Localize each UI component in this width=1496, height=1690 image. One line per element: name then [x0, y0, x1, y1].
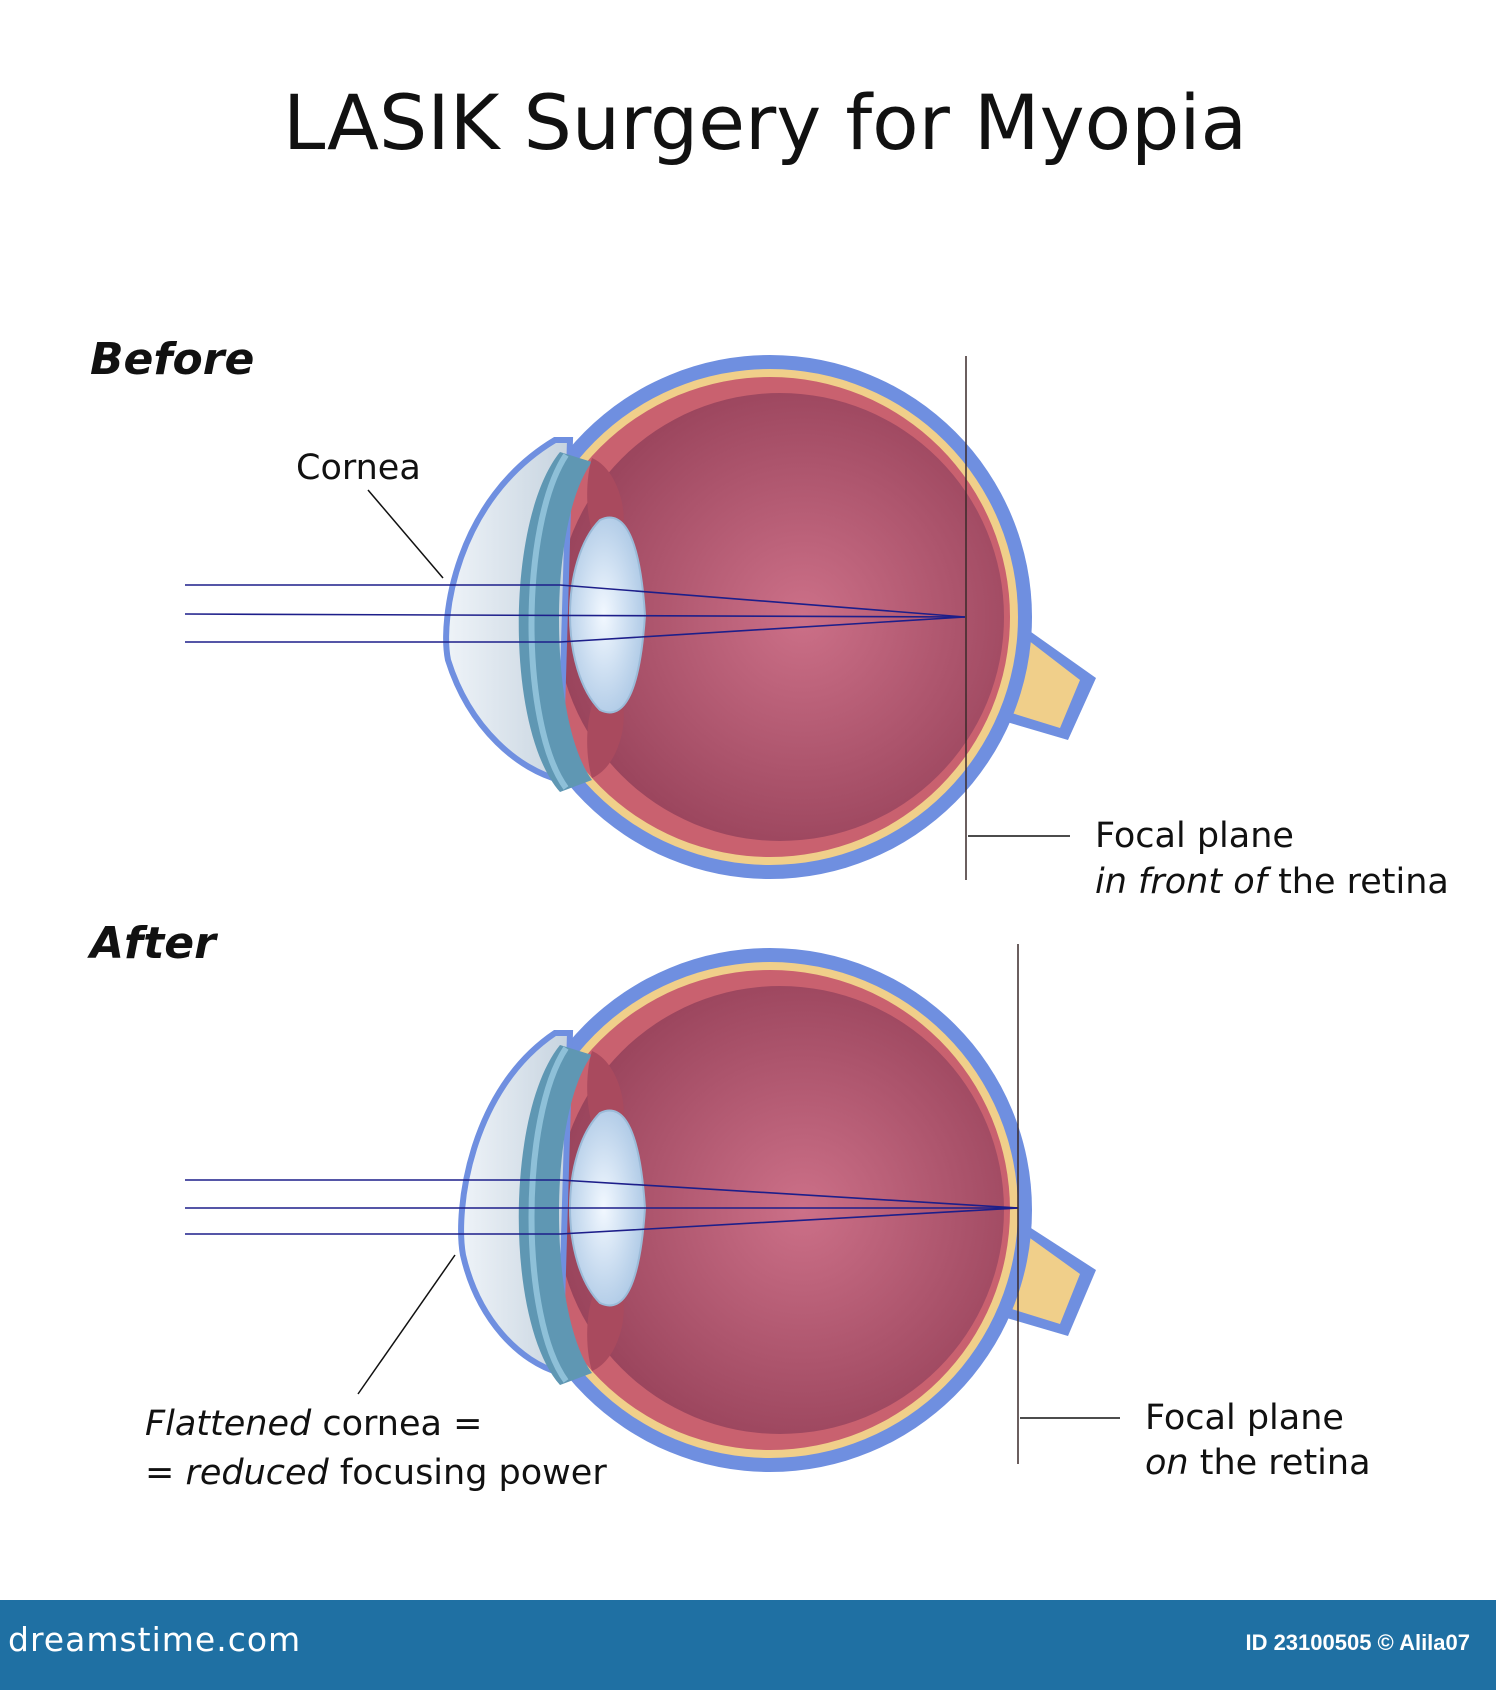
after-focal-rest: the retina [1188, 1443, 1371, 1483]
before-focal-emphasis: in front of [1095, 862, 1267, 902]
footer-image-id: ID 23100505 © Alila07 [1245, 1630, 1470, 1655]
after-cornea-line2-rest: focusing power [328, 1453, 607, 1493]
after-cornea-label-line1: Flattened cornea = [145, 1402, 482, 1447]
footer-bar: dreamstime.com ID 23100505 © Alila07 [0, 1600, 1496, 1690]
before-light-rays [184, 584, 966, 643]
after-cornea-line2-emphasis: reduced [185, 1453, 329, 1493]
page-title: LASIK Surgery for Myopia [282, 78, 1248, 167]
after-cornea-line2-prefix: = [145, 1453, 186, 1493]
before-focal-plane-label-line1: Focal plane [1095, 816, 1294, 856]
before-eye [184, 355, 1096, 880]
after-light-rays [185, 1179, 1019, 1235]
before-focal-rest: the retina [1266, 862, 1449, 902]
before-focal-plane-label-line2: in front of the retina [1095, 860, 1449, 905]
eye-diagrams [184, 355, 1120, 1472]
before-cornea-leader [367, 489, 444, 579]
after-cornea-label-line2: = reduced focusing power [145, 1451, 607, 1496]
after-eyeball [458, 948, 1096, 1472]
after-cornea-emphasis: Flattened [145, 1404, 312, 1444]
before-section-label: Before [90, 334, 255, 385]
after-cornea-leader [357, 1254, 456, 1395]
footer-logo[interactable]: dreamstime.com [8, 1620, 302, 1659]
after-section-label: After [90, 918, 216, 969]
after-eye [185, 944, 1120, 1472]
after-focal-plane-label-line1: Focal plane [1145, 1398, 1344, 1438]
after-cornea-rest: cornea = [311, 1404, 483, 1444]
after-focal-emphasis: on [1145, 1443, 1189, 1483]
after-focal-plane-label-line2: on the retina [1145, 1441, 1371, 1486]
before-cornea-label: Cornea [296, 448, 421, 488]
